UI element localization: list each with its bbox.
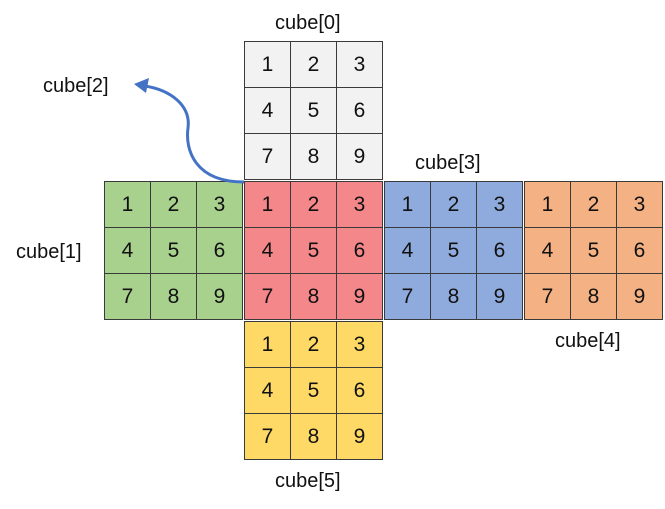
cube3-cell-5: 5 [431, 228, 477, 274]
cube4-cell-2: 2 [571, 182, 617, 228]
cube2-cell-7: 7 [245, 274, 291, 320]
cube1-cell-9: 9 [197, 274, 243, 320]
cube1-cell-7: 7 [105, 274, 151, 320]
cube3-cell-3: 3 [477, 182, 523, 228]
label-cube3: cube[3] [415, 152, 481, 174]
cube5-cell-2: 2 [291, 322, 337, 368]
cube5-cell-8: 8 [291, 414, 337, 460]
cube0-cell-9: 9 [337, 134, 383, 180]
label-cube1: cube[1] [16, 241, 82, 263]
cube3-cell-9: 9 [477, 274, 523, 320]
cube5-cell-4: 4 [245, 368, 291, 414]
label-cube4: cube[4] [555, 330, 621, 352]
cube5-cell-9: 9 [337, 414, 383, 460]
cube1-cell-5: 5 [151, 228, 197, 274]
cube5-cell-1: 1 [245, 322, 291, 368]
cube3-cell-6: 6 [477, 228, 523, 274]
cube5-cell-3: 3 [337, 322, 383, 368]
cube0-cell-5: 5 [291, 88, 337, 134]
cube2-cell-9: 9 [337, 274, 383, 320]
cube0-cell-2: 2 [291, 42, 337, 88]
cube5-cell-7: 7 [245, 414, 291, 460]
cube5-cell-5: 5 [291, 368, 337, 414]
cube0-cell-7: 7 [245, 134, 291, 180]
cube2-cell-4: 4 [245, 228, 291, 274]
cube2-cell-5: 5 [291, 228, 337, 274]
cube3-cell-2: 2 [431, 182, 477, 228]
label-cube5: cube[5] [275, 470, 341, 492]
cube2-cell-3: 3 [337, 182, 383, 228]
cube2-cell-8: 8 [291, 274, 337, 320]
arrow-head-icon [134, 78, 149, 93]
cube1-cell-3: 3 [197, 182, 243, 228]
cube4-cell-8: 8 [571, 274, 617, 320]
cube4-cell-5: 5 [571, 228, 617, 274]
label-cube0: cube[0] [275, 12, 341, 34]
cube3-cell-1: 1 [385, 182, 431, 228]
arrow-curve [144, 84, 245, 184]
cube1-cell-2: 2 [151, 182, 197, 228]
cube1-cell-8: 8 [151, 274, 197, 320]
cube1-cell-6: 6 [197, 228, 243, 274]
cube0-cell-3: 3 [337, 42, 383, 88]
cube2-cell-1: 1 [245, 182, 291, 228]
cube0-cell-8: 8 [291, 134, 337, 180]
label-cube2: cube[2] [43, 75, 109, 97]
cube3-cell-4: 4 [385, 228, 431, 274]
cube3-cell-7: 7 [385, 274, 431, 320]
cube3-cell-8: 8 [431, 274, 477, 320]
cube2-cell-2: 2 [291, 182, 337, 228]
cube1-cell-1: 1 [105, 182, 151, 228]
cube4-cell-6: 6 [617, 228, 663, 274]
cube4-cell-7: 7 [525, 274, 571, 320]
cube5-cell-6: 6 [337, 368, 383, 414]
cube1-cell-4: 4 [105, 228, 151, 274]
cube0-cell-1: 1 [245, 42, 291, 88]
cube0-cell-6: 6 [337, 88, 383, 134]
cube4-cell-3: 3 [617, 182, 663, 228]
cube4-cell-9: 9 [617, 274, 663, 320]
cube2-cell-6: 6 [337, 228, 383, 274]
cube4-cell-4: 4 [525, 228, 571, 274]
cube0-cell-4: 4 [245, 88, 291, 134]
cube4-cell-1: 1 [525, 182, 571, 228]
